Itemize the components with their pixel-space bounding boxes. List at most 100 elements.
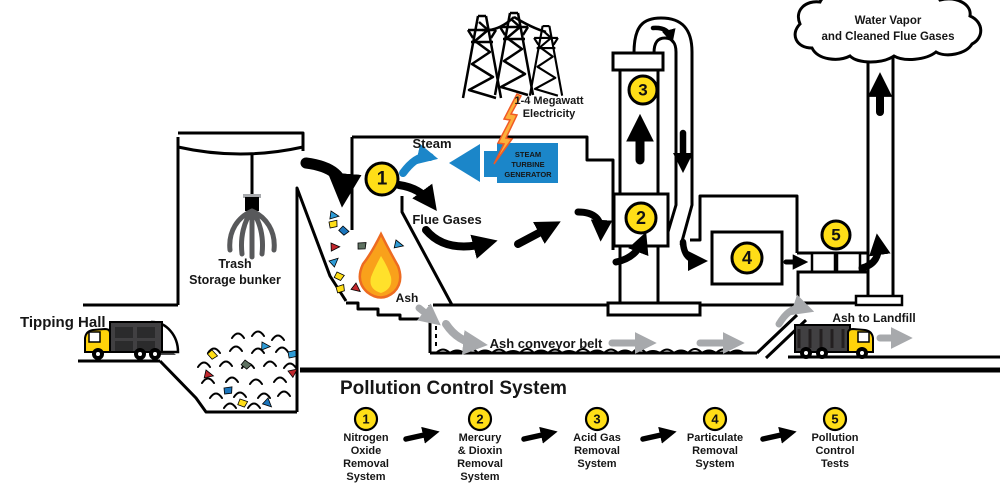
electricity-label-1: 1-4 Megawatt [514,95,583,107]
flue-arrow-5 [612,231,649,266]
flue-arrow-1 [395,181,437,211]
legend-1-line3: Removal [343,458,389,470]
boiler-house [300,135,615,321]
turbine-label-3: GENERATOR [504,170,552,179]
scrubber-tower: 2 3 [606,16,702,317]
flue-arrow-2 [422,226,498,259]
ash-truck-icon: Ash to Landfill [775,294,916,359]
ash-label: Ash [396,291,419,305]
legend-5-line1: Pollution [811,432,858,444]
marker-2-number: 2 [636,208,646,228]
duct-bend-arrow [650,25,676,44]
arrow-trash-to-chute [300,157,362,208]
flue-gas-path: Flue Gases [395,181,613,259]
trash-storage-bunker: Trash Storage bunker [78,131,348,414]
marker-3-number: 3 [638,81,647,100]
cloud-label-2: and Cleaned Flue Gases [822,31,955,43]
fire-icon [358,231,402,299]
tipping-hall: Tipping Hall [20,314,180,360]
marker-5-number: 5 [831,226,840,245]
marker-5 [820,219,852,251]
pollution-control-units: 4 5 [679,50,904,307]
cloud-label-1: Water Vapor [855,15,922,27]
legend-2-line2: & Dioxin [458,445,503,457]
cloud: Water Vapor and Cleaned Flue Gases [793,0,983,64]
legend-item-3: 3 Acid Gas Removal System [573,406,621,470]
legend-1-line4: System [346,471,385,483]
flue-arrow-8 [858,233,891,272]
garbage-truck-icon [84,320,180,360]
legend-4-line3: System [695,458,734,470]
legend-2-line3: Removal [457,458,503,470]
container-slats [797,329,845,348]
legend-arrow-4 [760,426,797,444]
ash-arrow-2 [442,320,488,355]
steam-arrow [399,144,439,177]
tower-cap [611,51,665,72]
legend-2-line4: System [460,471,499,483]
legend-item-2: 2 Mercury & Dioxin Removal System [457,406,503,483]
turbine-label-2: TURBINE [511,160,544,169]
marker-1-number: 1 [377,169,388,190]
box-4 [710,230,784,286]
steam-turbine-generator-box [497,143,558,183]
legend-arrow-2 [521,426,558,444]
ash-conveyor-label: Ash conveyor belt [490,336,603,351]
legend-3-line1: Acid Gas [573,432,621,444]
legend-item-4: 4 Particulate Removal System [687,406,743,470]
turbine-inlet-stub [484,151,498,177]
marker-2 [624,201,658,235]
ash-arrow-to-truck [775,294,815,328]
legend-num-4: 4 [711,412,719,427]
flue-arrow-3 [514,221,561,248]
turbine-label-1: STEAM [515,150,541,159]
marker-3 [627,74,659,106]
marker-4-number: 4 [742,248,752,268]
lightning-icon [493,92,523,165]
ash-on-belt [435,348,745,355]
pollution-control-legend: Pollution Control System 1 Nitrogen Oxid… [340,378,859,483]
legend-arrow-1 [403,426,440,444]
ash-conveyor: Ash conveyor belt Ash [396,291,808,360]
flue-gases-label: Flue Gases [412,212,481,227]
cab-window [857,331,870,343]
ash-to-landfill-label: Ash to Landfill [832,311,915,325]
legend-item-5: 5 Pollution Control Tests [811,406,859,470]
legend-num-2: 2 [476,412,483,427]
legend-1-line1: Nitrogen [343,432,389,444]
legend-title: Pollution Control System [340,378,567,399]
marker-4 [730,241,764,275]
legend-5-line3: Tests [821,458,849,470]
legend-1-line2: Oxide [351,445,382,457]
legend-num-1: 1 [362,412,369,427]
bunker-outline [78,131,348,414]
legend-item-1: 1 Nitrogen Oxide Removal System [343,406,389,483]
transmission-towers-icon [461,11,564,100]
legend-num-5: 5 [831,412,838,427]
stack-base [854,294,904,307]
cloud-shape [793,0,983,64]
flue-arrow-4 [574,208,613,242]
legend-3-line2: Removal [574,445,620,457]
legend-2-line1: Mercury [459,432,503,444]
legend-4-line2: Removal [692,445,738,457]
flue-arrow-6 [679,238,709,272]
bunker-label-line1: Trash [218,257,251,271]
steam-label: Steam [412,136,451,151]
legend-4-line1: Particulate [687,432,743,444]
legend-5-line2: Control [815,445,854,457]
turbine-inlet-arrow [449,144,480,182]
legend-num-3: 3 [593,412,600,427]
tower-base [606,301,702,317]
power-lines [481,15,547,34]
legend-3-line3: System [577,458,616,470]
test-box-1 [810,251,837,274]
trash-pile [197,330,297,409]
test-box-2 [835,251,862,274]
legend-arrow-3 [640,426,677,444]
marker-1 [364,161,400,197]
bunker-label-line2: Storage bunker [189,273,281,287]
ash-arrow-1 [415,303,441,326]
tipping-hall-label: Tipping Hall [20,314,106,331]
grapple-claw-icon [227,155,277,260]
